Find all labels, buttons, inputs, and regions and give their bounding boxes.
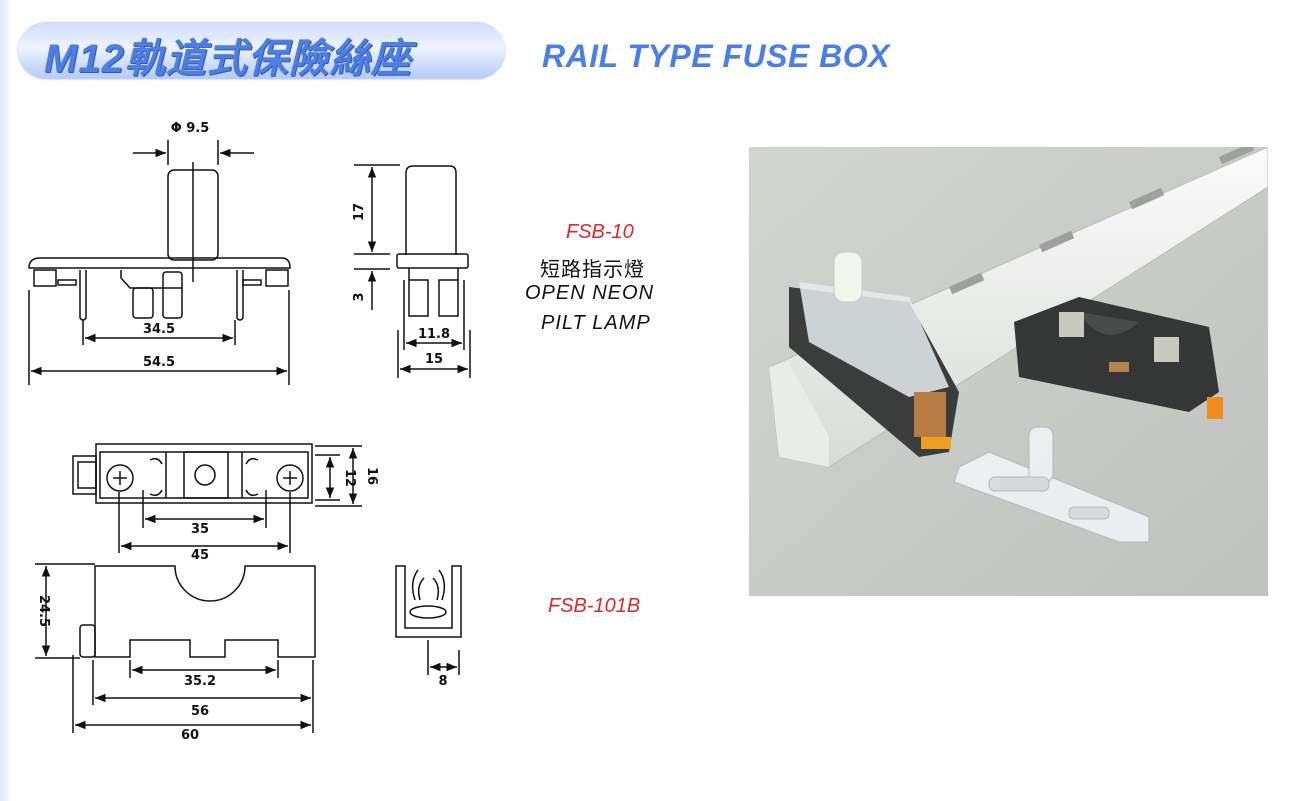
product-name-en-2: PILT LAMP	[541, 312, 651, 334]
dim-inner-height: 12	[342, 469, 357, 487]
dim-inner-width: 11.8	[418, 327, 450, 342]
title-english: RAIL TYPE FUSE BOX	[542, 38, 891, 74]
dim-rail-slot: 35.2	[184, 674, 216, 689]
dim-screw-inner: 35	[191, 522, 209, 537]
dim-overall-width-60: 60	[181, 728, 199, 743]
fsb101b-side-view	[79, 565, 316, 658]
page-edge-gradient	[0, 0, 12, 801]
fsb101b-end-view	[395, 565, 462, 638]
dim-body-width: 56	[191, 704, 209, 719]
fsb10-side-view	[396, 165, 469, 317]
product-name-en-1: OPEN NEON	[525, 282, 655, 304]
title-banner: M12軌道式保險絲座	[18, 22, 505, 81]
fsb10-front-view	[28, 162, 291, 321]
fuse-holder-with-lamp	[789, 251, 959, 457]
dim-end-width: 8	[438, 674, 447, 689]
title-chinese: M12軌道式保險絲座	[44, 37, 412, 81]
dim-leg: 3	[352, 292, 367, 301]
technical-drawings: Φ 9.5 34.5 54.5 17 3 11.8 15 35 45 12 16…	[28, 121, 471, 743]
dim-screw-outer: 45	[191, 548, 209, 563]
dim-pin-pitch: 34.5	[143, 322, 175, 337]
dim-diameter: Φ 9.5	[171, 121, 210, 136]
product-photo	[749, 147, 1268, 596]
model-fsb-101b: FSB-101B	[548, 595, 641, 617]
fuse-carrier	[953, 426, 1150, 543]
dim-height: 17	[352, 203, 367, 221]
fuse-holder-base	[1014, 297, 1223, 419]
model-fsb-10: FSB-10	[566, 221, 634, 243]
fsb101b-top-view	[72, 443, 313, 504]
dim-outer-width: 15	[425, 352, 443, 367]
dim-body-height: 24.5	[36, 595, 51, 627]
dim-outer-height: 16	[364, 467, 379, 485]
dim-overall-width: 54.5	[143, 355, 175, 370]
product-name-cn: 短路指示燈	[540, 257, 645, 281]
